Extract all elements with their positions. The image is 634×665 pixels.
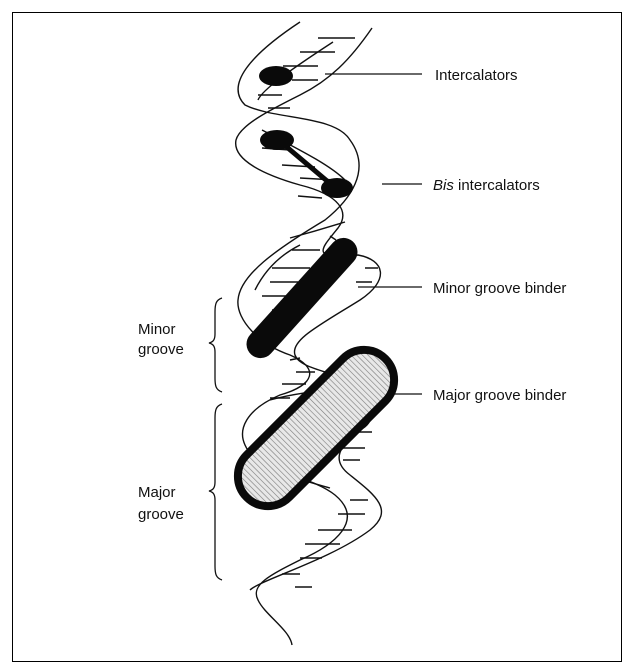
bis-intercalators-label: Bis intercalators — [433, 177, 540, 194]
major-groove-label-line2: groove — [138, 506, 184, 523]
minor-groove-bracket — [209, 298, 222, 392]
major-groove-bracket — [209, 404, 222, 580]
intercalator-molecule — [259, 66, 293, 86]
minor-groove-label-line2: groove — [138, 341, 184, 358]
bis-intercalator-molecule — [260, 130, 353, 198]
intercalators-label: Intercalators — [435, 67, 518, 84]
minor-groove-binder-molecule — [241, 232, 364, 364]
major-groove-binder-label: Major groove binder — [433, 387, 566, 404]
major-groove-label-line1: Major — [138, 484, 176, 501]
minor-groove-binder-label: Minor groove binder — [433, 280, 566, 297]
minor-groove-label-line1: Minor — [138, 321, 176, 338]
groove-brackets — [209, 298, 222, 580]
major-groove-binder-molecule — [225, 337, 406, 518]
leader-lines — [325, 74, 422, 394]
